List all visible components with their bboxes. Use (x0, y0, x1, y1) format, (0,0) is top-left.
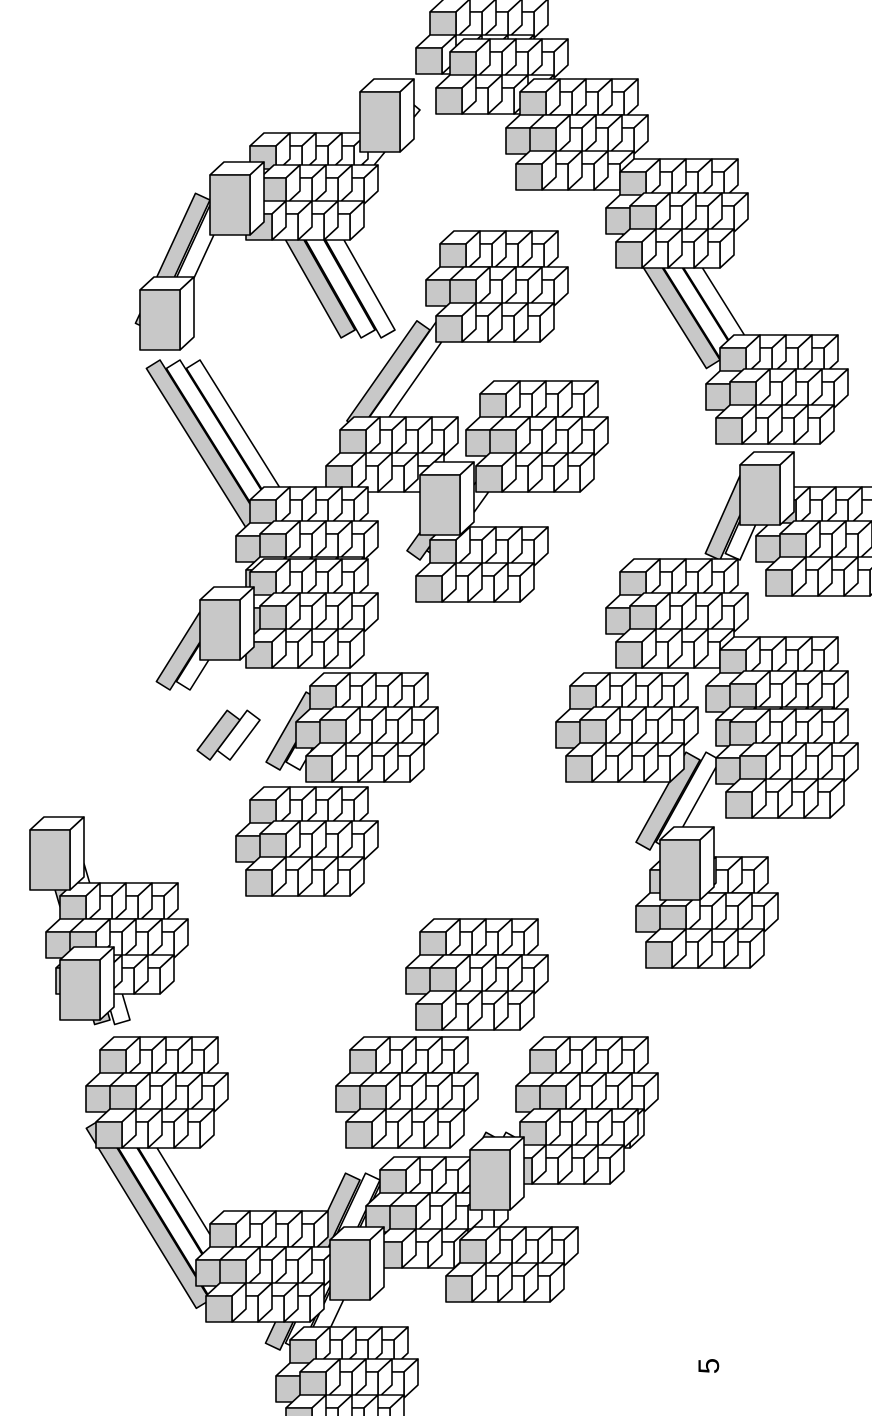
cluster-43-a-cube-0-front (360, 1086, 386, 1112)
block-3-front (60, 960, 100, 1020)
cluster-20-b-cube-0-front (306, 756, 332, 782)
cluster-1-b-cube-0-front (436, 88, 462, 114)
block-10-side (510, 1137, 524, 1210)
cluster-2-b-cube-0-front (506, 128, 532, 154)
cluster-30-a-cube-0-front (780, 534, 806, 560)
block-2-side (70, 817, 84, 890)
cluster-44-b-cube-0-front (516, 1086, 542, 1112)
cluster-51-b-cube-0-front (446, 1276, 472, 1302)
block-1-side (180, 277, 194, 350)
cluster-24-a-cube-0-front (630, 606, 656, 632)
cluster-11-b-cube-0-front (476, 466, 502, 492)
cluster-41-a-cube-0-front (110, 1086, 136, 1112)
cluster-35-b-cube-0-front (246, 870, 272, 896)
cluster-10-a-cube-0-front (480, 394, 506, 420)
cluster-9-b-cube-0-front (616, 242, 642, 268)
cluster-7-a-cube-0-front (450, 280, 476, 306)
cluster-47-a-cube-0-front (210, 1224, 236, 1250)
cluster-28-b-cube-0-front (726, 792, 752, 818)
block-8-side (700, 827, 714, 900)
cluster-51-a-cube-0-front (460, 1240, 486, 1266)
block-3-side (100, 947, 114, 1020)
cluster-42-b-cube-0-front (336, 1086, 362, 1112)
cluster-0-a-cube-0-front (430, 12, 456, 38)
cluster-47-b-cube-0-front (196, 1260, 222, 1286)
cluster-7-b-cube-0-front (436, 316, 462, 342)
cluster-26-a-cube-0-front (730, 684, 756, 710)
block-10-front (470, 1150, 510, 1210)
cluster-40-a-cube-0-front (100, 1050, 126, 1076)
cluster-38-b-cube-0-front (406, 968, 432, 994)
cluster-48-a-cube-0-front (220, 1260, 246, 1286)
cluster-36-a-cube-0-front (60, 896, 86, 922)
cluster-22-b-cube-0-front (566, 756, 592, 782)
cluster-30-b-cube-0-front (766, 570, 792, 596)
cluster-39-a-cube-0-front (430, 968, 456, 994)
cluster-33-b-cube-0-front (416, 576, 442, 602)
cluster-13-b-cube-0-front (716, 418, 742, 444)
cluster-10-b-cube-0-front (466, 430, 492, 456)
cluster-6-b-cube-0-front (426, 280, 452, 306)
block-2-front (30, 830, 70, 890)
block-4-side (250, 162, 264, 235)
block-0-front (360, 92, 400, 152)
cluster-38-a-cube-0-front (420, 932, 446, 958)
block-0-side (400, 79, 414, 152)
cluster-3-b-cube-0-front (516, 164, 542, 190)
cluster-18-a-cube-0-front (260, 606, 286, 632)
block-1-front (140, 290, 180, 350)
cluster-3-a-cube-0-front (530, 128, 556, 154)
cluster-16-a-cube-0-front (260, 534, 286, 560)
cluster-31-b-cube-0-front (636, 906, 662, 932)
cluster-42-a-cube-0-front (350, 1050, 376, 1076)
cluster-43-b-cube-0-front (346, 1122, 372, 1148)
cluster-39-b-cube-0-front (416, 1004, 442, 1030)
cluster-32-a-cube-0-front (660, 906, 686, 932)
cluster-11-a-cube-0-front (490, 430, 516, 456)
cluster-41-b-cube-0-front (96, 1122, 122, 1148)
block-7-side (780, 452, 794, 525)
block-7-front (740, 465, 780, 525)
block-8-front (660, 840, 700, 900)
block-5-front (420, 475, 460, 535)
block-5-side (460, 462, 474, 535)
cluster-6-a-cube-0-front (440, 244, 466, 270)
cluster-48-b-cube-0-front (206, 1296, 232, 1322)
cluster-0-b-cube-0-front (416, 48, 442, 74)
cluster-53-a-cube-0-front (300, 1372, 326, 1398)
cluster-28-a-cube-0-front (740, 756, 766, 782)
cluster-20-a-cube-0-front (320, 720, 346, 746)
cluster-14-a-cube-0-front (340, 430, 366, 456)
cluster-44-a-cube-0-front (530, 1050, 556, 1076)
cluster-2-a-cube-0-front (520, 92, 546, 118)
cluster-50-a-cube-0-front (390, 1206, 416, 1232)
block-6-side (240, 587, 254, 660)
block-4-front (210, 175, 250, 235)
cluster-49-a-cube-0-front (380, 1170, 406, 1196)
cluster-24-b-cube-0-front (616, 642, 642, 668)
cluster-13-a-cube-0-front (730, 382, 756, 408)
box-layer (30, 0, 872, 1416)
cluster-45-a-cube-0-front (540, 1086, 566, 1112)
cluster-1-a-cube-0-front (450, 52, 476, 78)
page-number: 5 (690, 1346, 730, 1386)
cluster-53-b-cube-0-front (286, 1408, 312, 1416)
cluster-40-b-cube-0-front (86, 1086, 112, 1112)
cluster-32-b-cube-0-front (646, 942, 672, 968)
cluster-35-a-cube-0-front (260, 834, 286, 860)
cluster-22-a-cube-0-front (580, 720, 606, 746)
cluster-33-a-cube-0-front (430, 540, 456, 566)
block-6-front (200, 600, 240, 660)
block-9-side (370, 1227, 384, 1300)
cluster-9-a-cube-0-front (630, 206, 656, 232)
block-9-front (330, 1240, 370, 1300)
